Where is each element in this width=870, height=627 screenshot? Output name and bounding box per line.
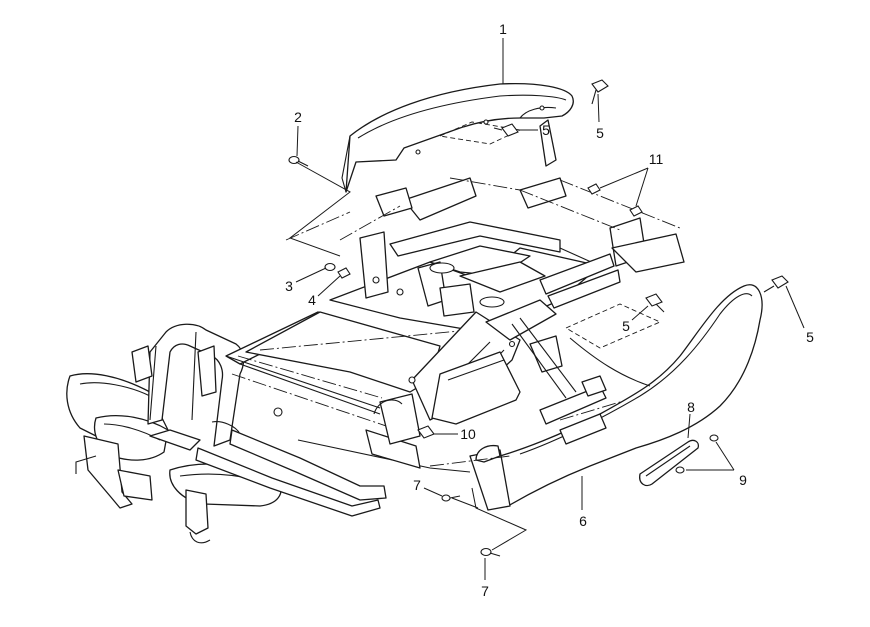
front-frame-assembly — [66, 323, 282, 544]
bolt-part-5-right — [763, 275, 789, 293]
screw-part-2 — [288, 155, 309, 167]
screw-part-7-upper — [441, 494, 461, 502]
rear-cover-part-1 — [341, 82, 574, 193]
callout-5-lower: 5 — [622, 318, 630, 334]
bolt-part-5-mid — [493, 123, 519, 137]
side-cover-part-6 — [429, 284, 763, 511]
leader-lines — [288, 38, 805, 580]
callout-7-lower: 7 — [481, 583, 489, 599]
bracket-part-8 — [639, 439, 700, 487]
callout-11: 11 — [649, 151, 664, 167]
callout-4: 4 — [308, 292, 316, 308]
callout-5-right: 5 — [806, 329, 814, 345]
nut-part-4 — [337, 267, 351, 279]
callout-5-top: 5 — [596, 125, 604, 141]
bolt-part-5-top — [591, 79, 609, 105]
callout-8: 8 — [687, 399, 695, 415]
hardware — [288, 79, 789, 557]
callout-7-upper: 7 — [413, 477, 421, 493]
callout-1: 1 — [499, 21, 507, 37]
bolt-part-5-lower — [645, 293, 665, 313]
callout-6: 6 — [579, 513, 587, 529]
screw-part-9-b — [675, 466, 685, 474]
callout-9: 9 — [739, 472, 747, 488]
callout-2: 2 — [294, 109, 302, 125]
callout-10: 10 — [460, 426, 476, 442]
nut-part-11-a — [587, 183, 601, 195]
main-chassis-frame — [195, 177, 685, 517]
callout-5-mid: 5 — [542, 122, 550, 138]
callout-labels: 1 2 3 4 5 5 5 5 6 7 7 8 9 10 11 — [285, 21, 814, 599]
screw-part-9-a — [709, 434, 719, 442]
callout-3: 3 — [285, 278, 293, 294]
washer-part-3 — [324, 262, 336, 272]
nut-part-11-b — [629, 205, 643, 217]
screw-part-7-lower — [480, 547, 501, 557]
